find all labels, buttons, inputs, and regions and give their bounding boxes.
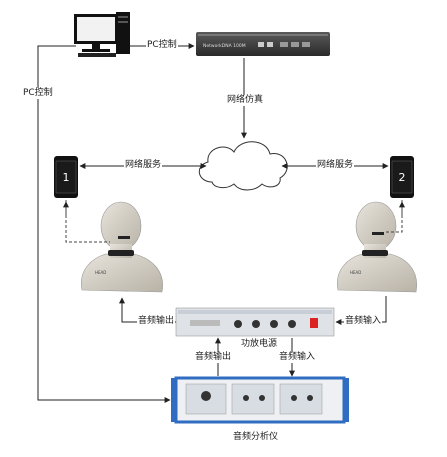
pc-computer — [74, 12, 130, 57]
audio-analyzer — [171, 376, 349, 424]
power-amplifier — [175, 307, 335, 337]
label-network-emulation: 网络仿真 — [226, 95, 265, 106]
pc-to-analyzer-line — [37, 45, 171, 403]
phone-2: 2 — [390, 156, 414, 198]
phone-1-number: 1 — [63, 171, 70, 184]
phone-1: 1 — [54, 156, 78, 198]
network-cloud — [198, 141, 288, 191]
label-audio-in-bottom: 音频输入 — [278, 352, 317, 363]
label-pc-control-left: PC控制 — [22, 88, 54, 99]
phone1-head-dashed — [65, 200, 110, 243]
pc-tower — [116, 12, 130, 54]
label-amp-power: 功放电源 — [240, 339, 279, 350]
label-audio-in-right: 音频输入 — [344, 316, 383, 327]
emulator-label: NetworkDNA 100M — [203, 43, 246, 49]
label-network-service-left: 网络服务 — [124, 160, 163, 171]
svg-text:HEAD: HEAD — [350, 270, 361, 275]
phone-2-number: 2 — [399, 171, 406, 184]
label-pc-control-top: PC控制 — [146, 40, 178, 51]
label-audio-out-bottom: 音频输出 — [194, 352, 233, 363]
label-audio-analyzer: 音频分析仪 — [232, 432, 280, 443]
label-network-service-right: 网络服务 — [316, 160, 355, 171]
dummy-head-right: HEAD — [337, 201, 417, 293]
network-emulator: NetworkDNA 100M — [196, 32, 330, 56]
label-audio-out-left: 音频输出 — [137, 316, 176, 327]
dummy-head-left: HEAD — [81, 201, 163, 293]
svg-text:HEAD: HEAD — [95, 270, 106, 275]
